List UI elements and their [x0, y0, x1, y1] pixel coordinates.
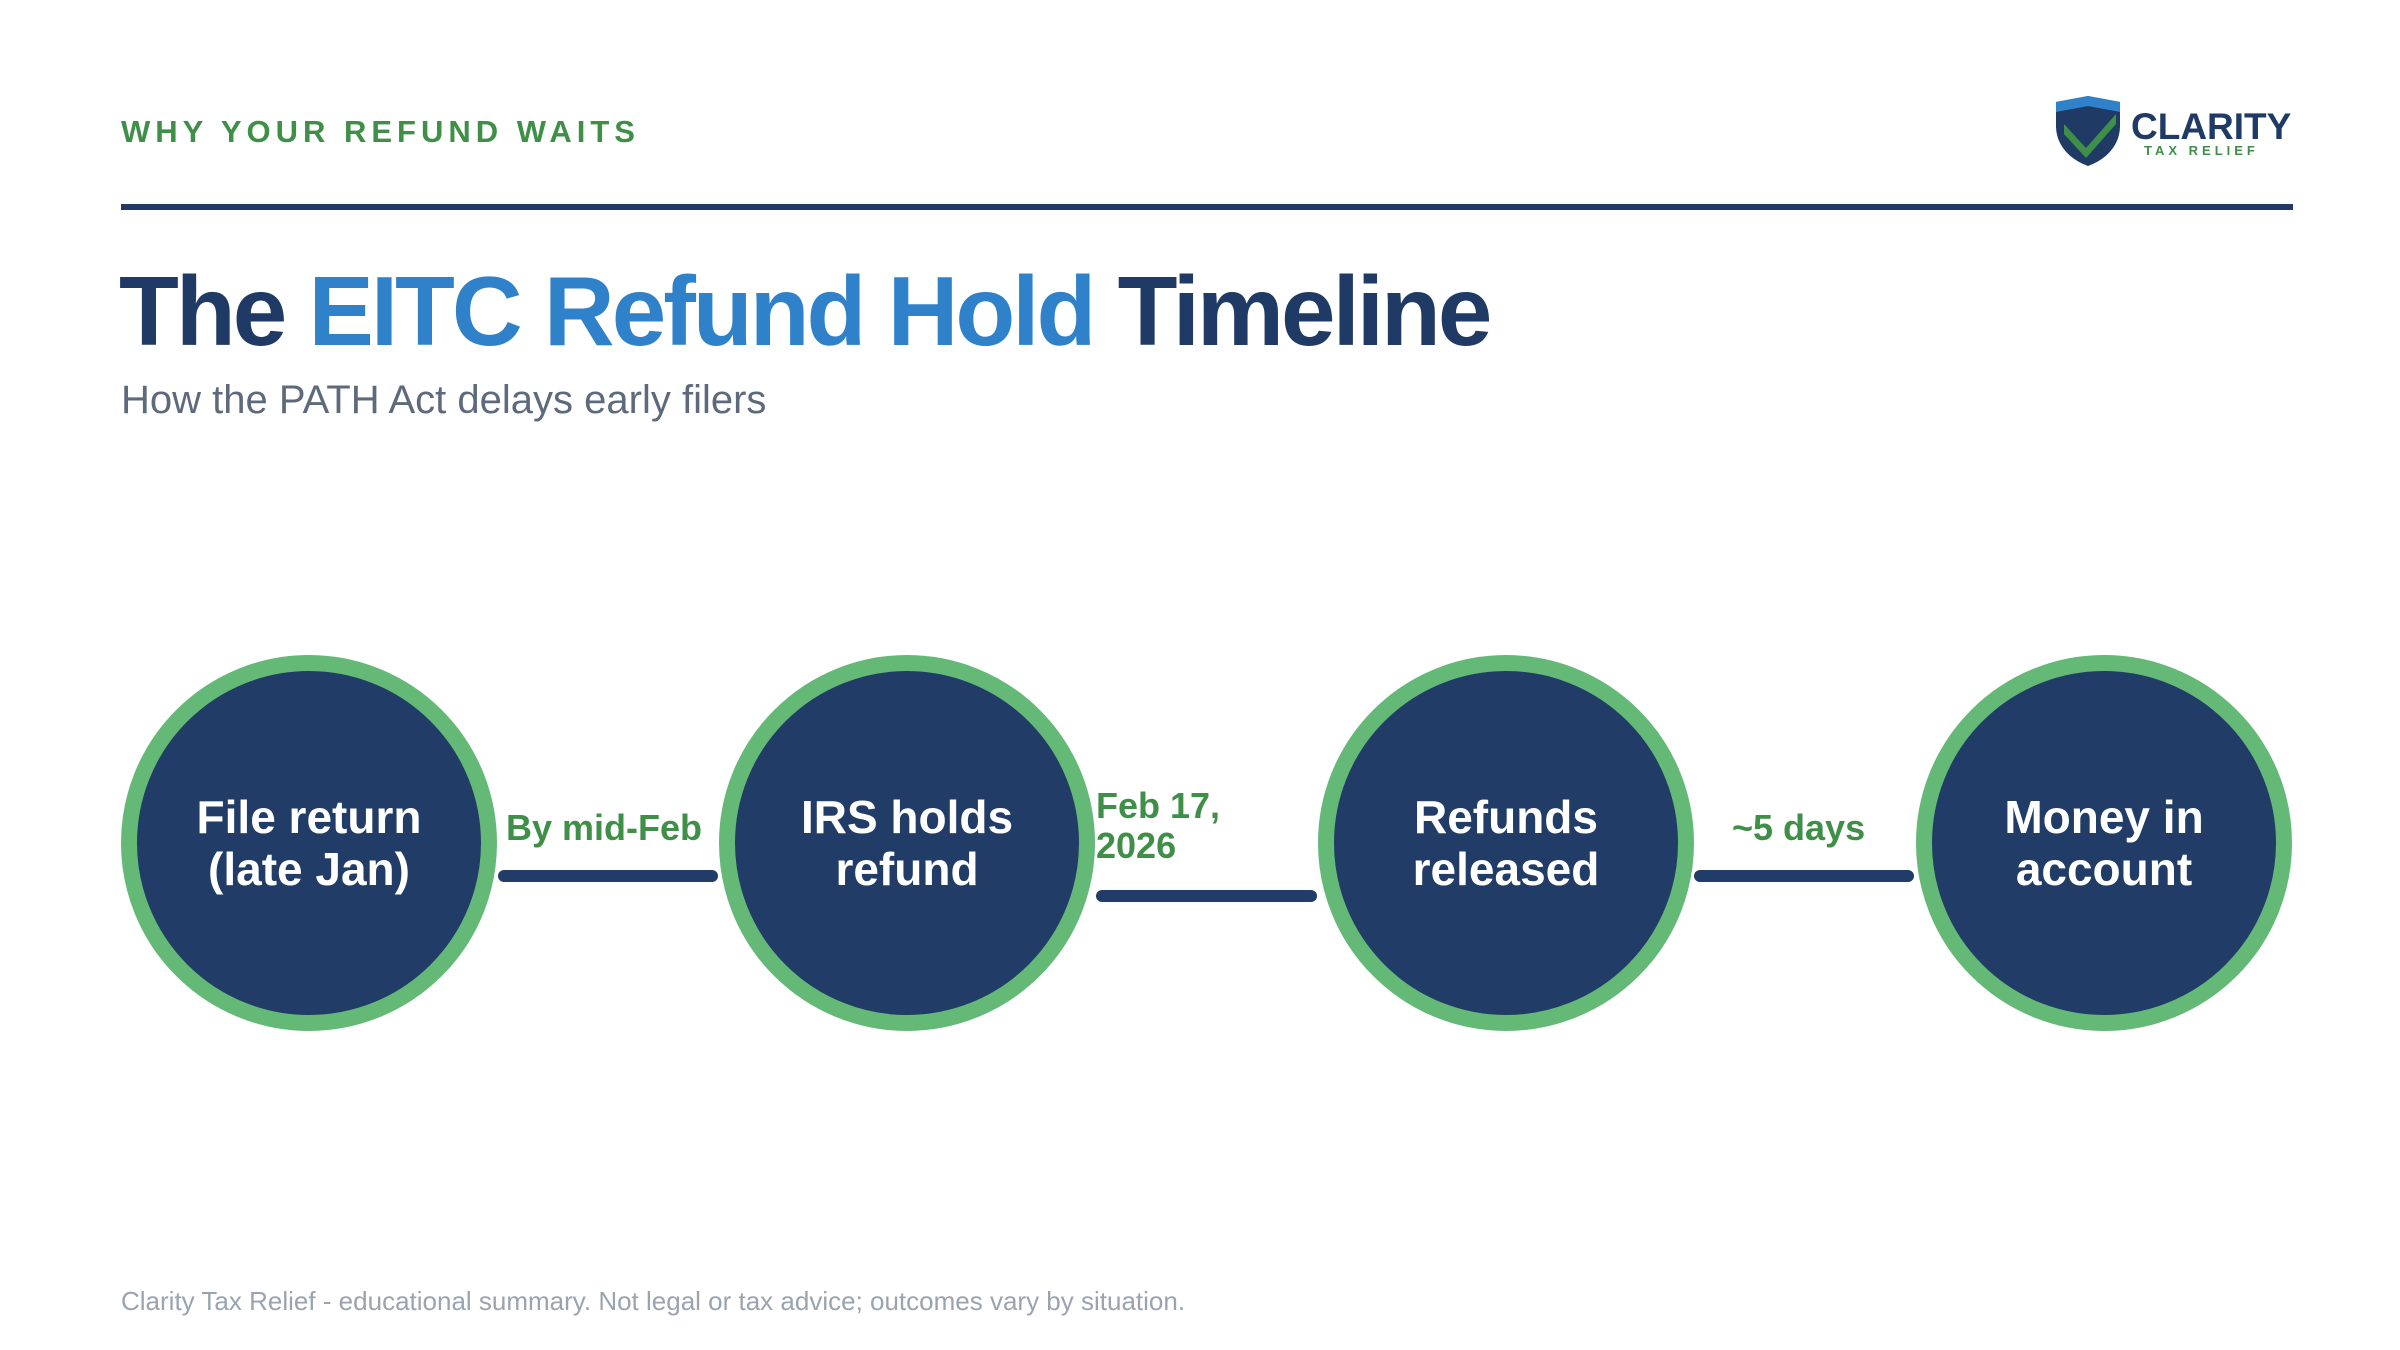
connector-label-5-days: ~5 days — [1732, 807, 1866, 848]
connector-line-1 — [498, 870, 718, 882]
step-label: Money in account — [2004, 790, 2204, 895]
connector-line-3 — [1694, 870, 1914, 882]
timeline-step-refunds-released: Refunds released — [1318, 655, 1694, 1031]
connector-label-mid-feb: By mid-Feb — [506, 807, 703, 848]
connector-label-feb-17: Feb 17, 2026 — [1096, 785, 1221, 867]
step-label: File return (late Jan) — [196, 790, 422, 895]
logo-tagline: TAX RELIEF — [2144, 143, 2259, 158]
logo-wordmark: CLARITY — [2131, 106, 2292, 147]
eyebrow-label: WHY YOUR REFUND WAITS — [121, 114, 640, 149]
brand-logo: CLARITY TAX RELIEF — [2050, 96, 2292, 168]
footer-disclaimer: Clarity Tax Relief - educational summary… — [121, 1286, 1186, 1316]
page-title: The EITC Refund Hold Timeline — [119, 256, 1493, 366]
step-label: IRS holds refund — [800, 790, 1014, 895]
page-subtitle: How the PATH Act delays early filers — [121, 378, 767, 422]
title-part-1: The — [119, 256, 309, 366]
timeline-step-file-return: File return (late Jan) — [121, 655, 497, 1031]
timeline-step-money-in-account: Money in account — [1916, 655, 2292, 1031]
shield-check-icon — [2056, 96, 2120, 166]
timeline-step-irs-holds: IRS holds refund — [719, 655, 1095, 1031]
step-label: Refunds released — [1412, 790, 1600, 895]
title-part-2: Timeline — [1093, 256, 1493, 366]
connector-line-2 — [1096, 890, 1317, 902]
title-highlight: EITC Refund Hold — [308, 256, 1096, 366]
header-divider — [121, 204, 2293, 210]
